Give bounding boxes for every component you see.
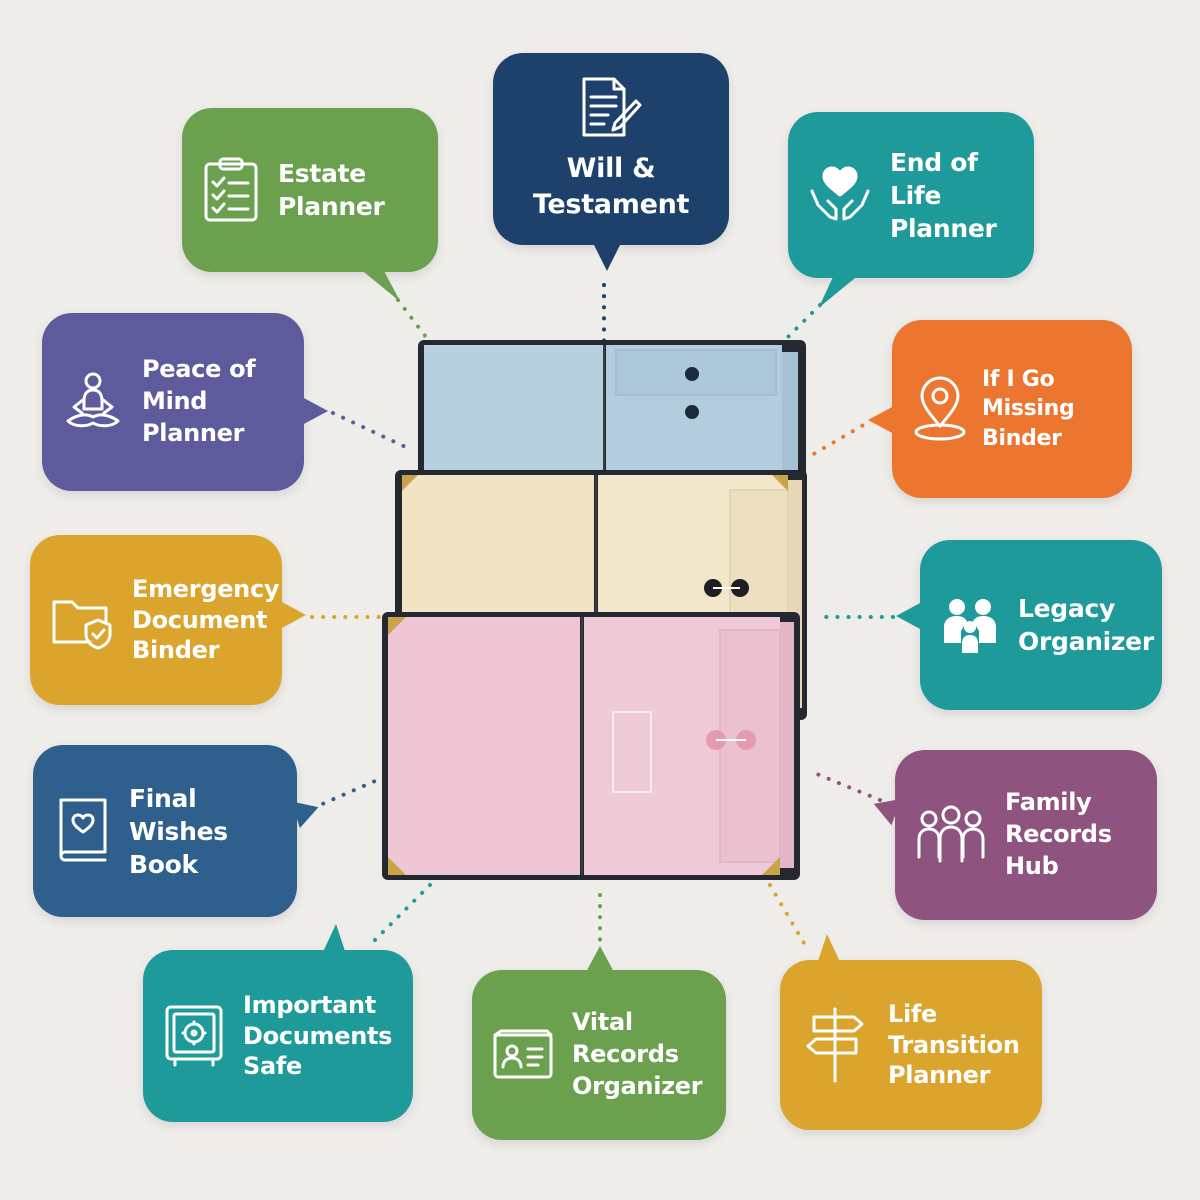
bubble-important-documents-safe: Important Documents Safe [143, 924, 413, 1122]
bubble-family-records-hub: Family Records Hub [868, 750, 1157, 920]
blue-binder-button-top [685, 367, 699, 381]
connector-life-transition-planner [768, 883, 807, 947]
signpost-icon [800, 1005, 870, 1085]
bubble-peace-of-mind-planner: Peace of Mind Planner [42, 313, 328, 491]
meditation-icon [62, 371, 124, 433]
bubble-label: Vital Records Organizer [572, 1008, 703, 1100]
bubble-label: Emergency Document Binder [132, 574, 280, 665]
clipboard-checklist-icon [202, 156, 260, 224]
connector-important-documents-safe [373, 883, 432, 942]
bubble-tail [868, 406, 894, 434]
heart-book-icon [53, 796, 111, 866]
bubble-label: End of Life Planner [890, 147, 997, 243]
bubble-label: Legacy Organizer [1018, 594, 1154, 656]
bubble-if-i-go-missing-binder: If I Go Missing Binder [868, 320, 1132, 498]
bubble-label: Will & Testament [532, 153, 690, 220]
bubble-estate-planner: Estate Planner [182, 108, 438, 302]
bubble-vital-records-organizer: Vital Records Organizer [472, 946, 726, 1140]
bubble-life-transition-planner: Life Transition Planner [780, 934, 1042, 1130]
folder-shield-icon [50, 590, 114, 650]
bubble-label: Peace of Mind Planner [142, 355, 256, 447]
bubble-label: Important Documents Safe [243, 990, 393, 1081]
heart-hands-icon [808, 165, 872, 225]
connector-family-records-hub [810, 770, 882, 802]
bubble-end-of-life-planner: End of Life Planner [788, 112, 1034, 308]
bubble-final-wishes-book: Final Wishes Book [33, 745, 323, 917]
connector-end-of-life-planner [773, 303, 822, 352]
bubble-emergency-document-binder: Emergency Document Binder [30, 535, 306, 705]
document-pen-icon [578, 75, 644, 141]
location-pin-icon [912, 376, 968, 442]
bubble-tail [302, 397, 328, 425]
bubble-tail [280, 601, 306, 629]
bubble-label: Life Transition Planner [888, 999, 1020, 1090]
bubble-tail [593, 243, 621, 271]
bubble-label: If I Go Missing Binder [982, 367, 1075, 451]
pink-binder [382, 612, 800, 880]
id-card-icon [492, 1029, 554, 1081]
bubble-will-testament: Will & Testament [493, 53, 729, 271]
blue-binder-button-bottom [685, 405, 699, 419]
bubble-label: Family Records Hub [1005, 788, 1112, 880]
connector-final-wishes-book [311, 776, 384, 810]
bubble-label: Final Wishes Book [129, 783, 228, 879]
bubble-tail [896, 602, 922, 630]
connector-peace-of-mind-planner [331, 411, 414, 452]
bubble-label: Estate Planner [278, 159, 385, 221]
connector-estate-planner [396, 298, 434, 347]
people-group-icon [915, 805, 987, 865]
safe-icon [163, 1003, 225, 1069]
connector-if-i-go-missing-binder [810, 418, 874, 457]
bubble-legacy-organizer: Legacy Organizer [896, 540, 1162, 710]
family-icon [940, 597, 1000, 653]
bubble-tail [586, 946, 614, 972]
